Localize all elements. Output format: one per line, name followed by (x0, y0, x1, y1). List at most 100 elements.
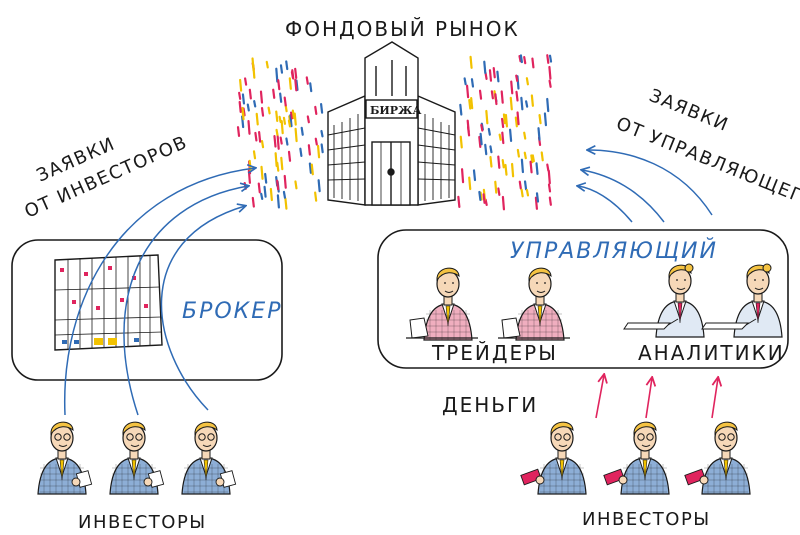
ticker-dash (496, 70, 500, 83)
ticker-dash (320, 143, 324, 154)
ticker-dash (252, 150, 257, 160)
ticker-dash (316, 144, 321, 159)
ticker-dash (504, 113, 509, 128)
ticker-dash (518, 55, 522, 63)
ticker-dash (257, 182, 261, 194)
ticker-dash (529, 160, 533, 174)
exchange-sign: БИРЖА (370, 104, 421, 117)
ticker-dash (468, 176, 472, 191)
ticker-dash (259, 90, 264, 104)
ticker-dash (520, 96, 524, 111)
ticker-dash (518, 180, 522, 190)
ticker-dash (275, 67, 279, 83)
ticker-dash (274, 152, 278, 168)
ticker-dash (530, 94, 534, 107)
ticker-dash (478, 190, 482, 201)
ticker-dash (497, 187, 501, 196)
ticker-dash (460, 168, 465, 184)
ticker-dash (306, 115, 310, 124)
traders-label: ТРЕЙДЕРЫ (431, 341, 558, 365)
ticker-dash (241, 106, 245, 117)
ticker-dash (497, 155, 501, 169)
ticker-dash (531, 57, 535, 69)
analyst-2 (701, 263, 783, 338)
ticker-dash (287, 119, 292, 128)
ticker-dash (260, 106, 265, 117)
ticker-dash (520, 158, 524, 174)
ticker-dash (548, 65, 552, 80)
ticker-dash (479, 132, 483, 146)
ticker-dash (294, 78, 298, 92)
ticker-dash (482, 193, 486, 204)
ticker-dash (282, 116, 287, 125)
trader-2 (498, 267, 570, 341)
ticker-dash (254, 131, 258, 142)
ticker-dash (320, 129, 324, 138)
ticker-dash (535, 162, 539, 175)
ticker-dash (260, 140, 265, 149)
ticker-dash (283, 174, 287, 189)
ticker-dash (485, 109, 489, 125)
ticker-dash (523, 151, 527, 160)
ticker-dash (459, 103, 463, 116)
ticker-dash (317, 179, 321, 193)
ticker-dash (500, 90, 504, 104)
ticker-dash (300, 126, 304, 136)
manager-box (377, 229, 789, 369)
ticker-dash (519, 54, 524, 64)
ticker-dash (299, 147, 303, 158)
right-investor-3 (684, 421, 751, 495)
right-investor-2 (603, 421, 670, 495)
ticker-dash (516, 111, 520, 126)
ticker-dash (239, 78, 243, 92)
ticker-dash (288, 77, 292, 90)
exchange-building (327, 41, 456, 206)
ticker-dash (273, 135, 277, 148)
right-order-arrows (578, 150, 713, 223)
ticker-dash (277, 79, 281, 91)
ticker-dash (546, 54, 550, 64)
ticker-dash (514, 116, 518, 128)
ticker-dash (294, 127, 298, 143)
ticker-dash (289, 113, 293, 128)
ticker-dash (291, 109, 295, 120)
ticker-dash (494, 93, 498, 106)
ticker-dash (307, 144, 311, 156)
ticker-dash (480, 123, 484, 132)
manager-staff-group (406, 263, 783, 341)
ticker-dash (487, 127, 491, 136)
analysts-label: АНАЛИТИКИ (638, 341, 785, 365)
ticker-dash (264, 172, 268, 184)
ticker-dash (525, 100, 529, 108)
ticker-dash (537, 127, 541, 141)
ticker-dash (276, 179, 280, 191)
broker-label: БРОКЕР (182, 299, 282, 324)
ticker-dash (472, 169, 477, 182)
ticker-dash (278, 115, 282, 124)
ticker-dash (279, 136, 283, 145)
left-investor-1 (37, 421, 93, 495)
ticker-dash (275, 110, 279, 122)
ticker-dash (279, 64, 284, 74)
ticker-dash (310, 163, 314, 176)
ticker-dash (280, 119, 284, 135)
ticker-dash (501, 131, 505, 145)
ticker-dash (479, 191, 483, 201)
ticker-dash (238, 100, 242, 114)
ticker-dash (280, 156, 284, 171)
ticker-dash (548, 79, 552, 88)
ticker-dash (276, 135, 280, 150)
left-investors-label: ИНВЕСТОРЫ (78, 512, 207, 533)
ticker-dash (525, 188, 530, 197)
trader-1 (406, 267, 478, 341)
ticker-dash (260, 192, 264, 200)
money-label: ДЕНЬГИ (442, 393, 538, 417)
ticker-dash (504, 163, 508, 176)
ticker-dash (540, 151, 544, 162)
ticker-dash (468, 98, 472, 110)
ticker-dash (478, 89, 483, 100)
ticker-dash (534, 196, 538, 210)
ticker-dash (457, 195, 461, 208)
ticker-dash (543, 112, 548, 127)
ticker-dash (490, 90, 494, 100)
